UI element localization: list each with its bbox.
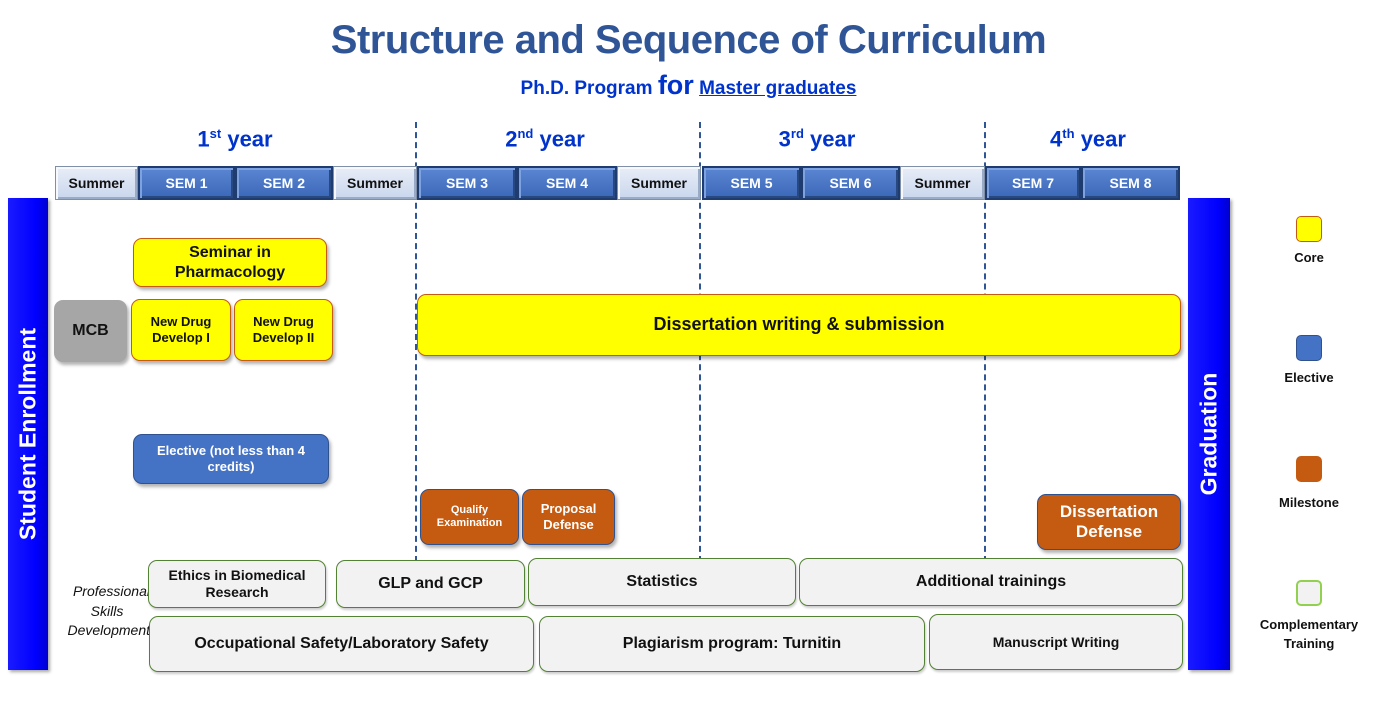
legend-complementary-swatch — [1296, 580, 1322, 606]
year-word: year — [227, 126, 273, 152]
timeline-sem-1: SEM 1 — [138, 166, 235, 200]
student-enrollment-label: Student Enrollment — [14, 327, 41, 541]
year-suffix: st — [209, 126, 222, 141]
course-label: New Drug — [253, 314, 314, 330]
year-suffix: nd — [517, 126, 534, 141]
proposal-defense: Proposal Defense — [522, 489, 615, 545]
plagiarism-turnitin: Plagiarism program: Turnitin — [539, 616, 925, 672]
psd-line: Professional — [72, 583, 150, 599]
subtitle-target: Master graduates — [699, 78, 857, 99]
seminar-in-pharmacology: Seminar in Pharmacology — [133, 238, 327, 287]
legend-elective-swatch — [1296, 335, 1322, 361]
course-label: Seminar in — [189, 244, 271, 262]
new-drug-develop-2: New Drug Develop II — [234, 299, 333, 361]
timeline-summer-1: Summer — [55, 166, 138, 200]
timeline-sem-4: SEM 4 — [517, 166, 617, 200]
timeline-summer-3: Summer — [617, 166, 701, 200]
legend-elective-label: Elective — [1284, 370, 1334, 385]
timeline-sem-5: SEM 5 — [702, 166, 801, 200]
timeline-summer-2: Summer — [333, 166, 417, 200]
milestone-label: Proposal — [540, 501, 597, 517]
course-label: Elective (not less than 4 — [156, 443, 306, 459]
year-word: year — [539, 126, 585, 152]
milestone-label: Defense — [1075, 522, 1143, 541]
course-label: Pharmacology — [174, 263, 286, 281]
dissertation-defense: Dissertation Defense — [1037, 494, 1181, 550]
course-label: credits) — [207, 459, 255, 474]
timeline-sem-8: SEM 8 — [1081, 166, 1180, 200]
year-number: 3 — [778, 126, 791, 152]
milestone-label: Dissertation — [1059, 501, 1159, 521]
statistics-training: Statistics — [528, 558, 796, 606]
timeline-sem-2: SEM 2 — [235, 166, 333, 200]
legend-label-line: Complementary — [1259, 617, 1359, 632]
timeline-sem-3: SEM 3 — [417, 166, 517, 200]
training-label: Ethics in Biomedical — [168, 567, 306, 584]
legend-label-line: Training — [1283, 635, 1335, 651]
milestone-label: Qualify — [450, 503, 489, 516]
subtitle-for: for — [657, 70, 694, 100]
legend-core-swatch — [1296, 216, 1322, 242]
manuscript-writing: Manuscript Writing — [929, 614, 1183, 670]
year-4-header: 4th year — [988, 126, 1188, 152]
year-suffix: th — [1062, 126, 1075, 141]
psd-line: Skills — [90, 602, 124, 619]
milestone-label: Defense — [543, 517, 594, 532]
dissertation-writing-submission: Dissertation writing & submission — [417, 294, 1181, 356]
additional-trainings: Additional trainings — [799, 558, 1183, 606]
year-word: year — [1080, 126, 1126, 152]
year-suffix: rd — [790, 126, 804, 141]
legend-milestone-swatch — [1296, 456, 1322, 482]
qualify-examination: Qualify Examination — [420, 489, 519, 545]
graduation-label: Graduation — [1195, 372, 1222, 496]
course-label: Develop I — [152, 330, 210, 345]
legend-milestone-label: Milestone — [1279, 495, 1339, 510]
student-enrollment-pillar: Student Enrollment — [8, 198, 48, 670]
legend-complementary-label: Complementary Training — [1249, 616, 1369, 654]
graduation-pillar: Graduation — [1188, 198, 1230, 670]
timeline-sem-7: SEM 7 — [985, 166, 1081, 200]
year-word: year — [810, 126, 856, 152]
timeline-sem-6: SEM 6 — [801, 166, 900, 200]
year-1-header: 1st year — [135, 126, 335, 152]
new-drug-develop-1: New Drug Develop I — [131, 299, 231, 361]
course-label: Develop II — [252, 330, 315, 345]
professional-skills-label: Professional Skills Development — [44, 582, 151, 641]
occupational-laboratory-safety: Occupational Safety/Laboratory Safety — [149, 616, 534, 672]
training-label: Research — [205, 584, 269, 600]
year-divider — [415, 122, 417, 562]
year-2-header: 2nd year — [445, 126, 645, 152]
glp-and-gcp: GLP and GCP — [336, 560, 525, 608]
year-3-header: 3rd year — [717, 126, 917, 152]
year-number: 1 — [197, 126, 210, 152]
legend-core-label: Core — [1294, 250, 1324, 265]
psd-line: Development — [67, 622, 151, 639]
course-label: New Drug — [150, 314, 212, 330]
year-number: 4 — [1050, 126, 1063, 152]
mcb-course: MCB — [54, 300, 127, 362]
elective-course: Elective (not less than 4 credits) — [133, 434, 329, 484]
year-number: 2 — [505, 126, 518, 152]
page-subtitle: Ph.D. Program for Master graduates — [0, 70, 1377, 101]
milestone-label: Examination — [436, 517, 503, 529]
timeline-summer-4: Summer — [900, 166, 985, 200]
ethics-biomedical-research: Ethics in Biomedical Research — [148, 560, 326, 608]
subtitle-program: Ph.D. Program — [520, 78, 653, 99]
page-title: Structure and Sequence of Curriculum — [330, 18, 1047, 62]
